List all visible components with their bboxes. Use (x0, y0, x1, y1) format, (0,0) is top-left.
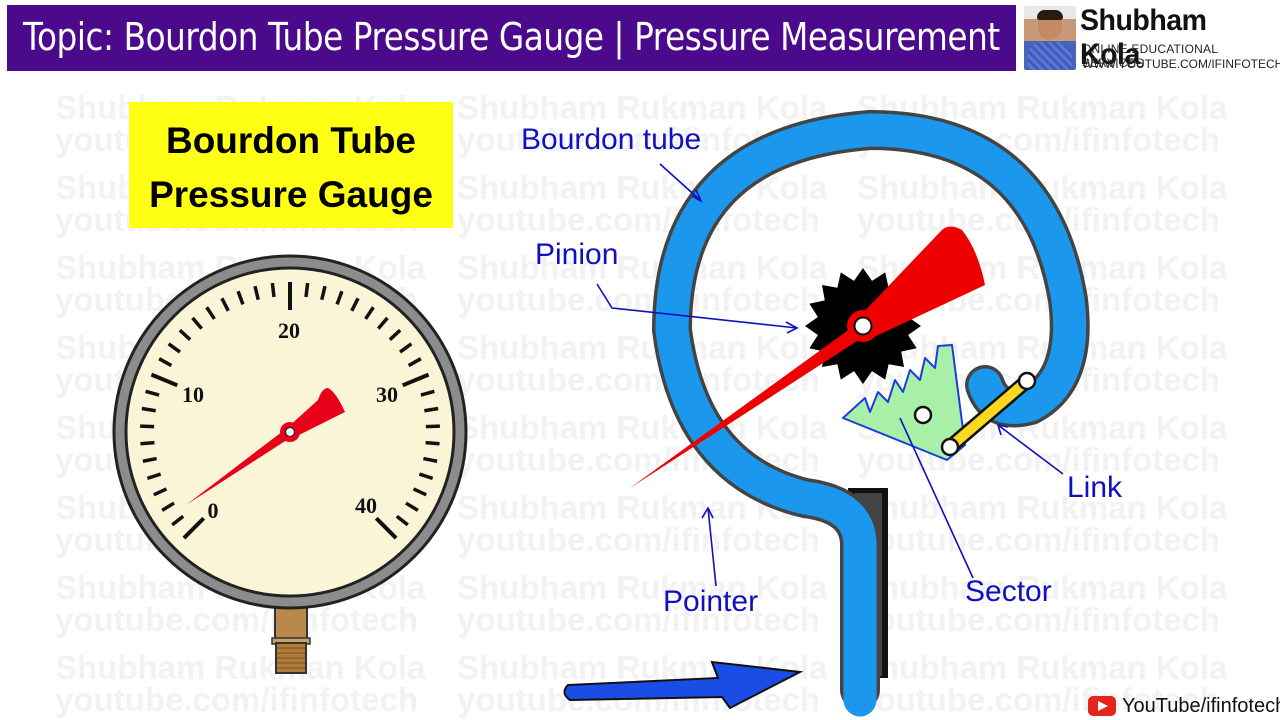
link (945, 376, 1032, 452)
gauge-title-box: Bourdon Tube Pressure Gauge (129, 102, 453, 228)
sector (842, 344, 966, 461)
pointer (630, 323, 868, 488)
scale-label-30: 30 (376, 382, 398, 407)
bourdon-tube (655, 113, 1087, 717)
label-pointer: Pointer (663, 585, 759, 618)
scale-label-20: 20 (278, 318, 300, 343)
label-sector: Sector (965, 575, 1052, 608)
youtube-play-icon (1088, 696, 1116, 716)
avatar (1024, 6, 1076, 70)
brand-name: Shubham Kola (1080, 4, 1207, 71)
scale-label-10: 10 (182, 382, 204, 407)
gauge-title: Bourdon Tube Pressure Gauge (149, 120, 433, 215)
brand-block: Shubham Kola ONLINE EDUCATIONAL SERVICES… (1022, 4, 1280, 72)
scale-label-0: 0 (208, 498, 219, 523)
topic-title: Topic: Bourdon Tube Pressure Gauge | Pre… (23, 15, 1000, 59)
label-pinion: Pinion (535, 238, 619, 271)
label-bourdon-tube: Bourdon tube (521, 123, 702, 156)
scale-label-40: 40 (355, 493, 377, 518)
gauge-needle (186, 428, 293, 505)
pressure-inlet-arrow (563, 660, 804, 710)
label-link: Link (1067, 471, 1123, 504)
youtube-link[interactable]: YouTube/ifinfotech (1088, 695, 1280, 717)
brand-subtitle: ONLINE EDUCATIONAL SERVICES (1082, 42, 1218, 70)
youtube-handle: YouTube/ifinfotech (1122, 694, 1280, 717)
topic-header: Topic: Bourdon Tube Pressure Gauge | Pre… (7, 5, 1016, 71)
brand-url[interactable]: WWW.YOUTUBE.COM/IFINFOTECH (1082, 57, 1280, 71)
